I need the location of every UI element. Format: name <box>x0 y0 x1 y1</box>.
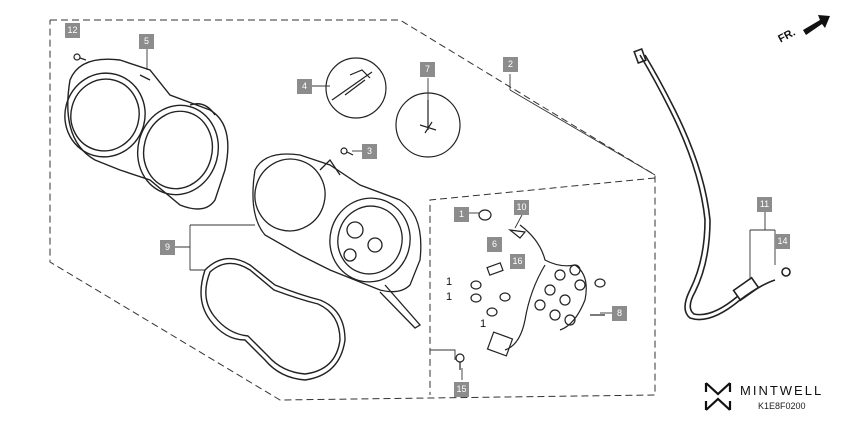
part-label-16: 16 <box>510 254 525 269</box>
indicator-bulbs <box>470 209 606 317</box>
part-label-11: 11 <box>757 197 772 212</box>
part-label-5: 5 <box>139 34 154 49</box>
part-label-14: 14 <box>775 234 790 249</box>
part-label-8: 8 <box>612 306 627 321</box>
leader-lines <box>146 48 776 380</box>
meter-housing <box>252 153 422 329</box>
part-label-4: 4 <box>297 79 312 94</box>
wire-harness <box>486 224 587 357</box>
part-label-3: 3 <box>362 144 377 159</box>
dashed-frame-outline <box>49 19 656 401</box>
part-label-6: 6 <box>487 237 502 252</box>
brand-logo-mark <box>704 382 732 411</box>
part-label-10: 10 <box>514 200 529 215</box>
part-label-2: 2 <box>503 57 518 72</box>
callout-1-b: 1 <box>446 291 453 303</box>
dashed-inner-frame <box>429 177 656 395</box>
part-label-1: 1 <box>454 207 469 222</box>
part-label-15: 15 <box>454 382 469 397</box>
drawing-code: K1E8F0200 <box>758 401 806 411</box>
speedometer-cable <box>633 47 791 321</box>
screws <box>73 53 605 370</box>
callout-1-c: 1 <box>480 318 487 330</box>
meter-needle-plate <box>395 92 461 158</box>
brand-name: MINTWELL <box>740 383 824 398</box>
meter-lens-disc <box>325 57 387 119</box>
callout-1-a: 1 <box>446 276 453 288</box>
meter-gasket <box>200 257 346 381</box>
part-label-7: 7 <box>420 62 435 77</box>
part-label-12: 12 <box>65 23 80 38</box>
front-direction-arrow <box>803 15 830 35</box>
part-label-9: 9 <box>160 240 175 255</box>
meter-bezel <box>64 58 229 210</box>
